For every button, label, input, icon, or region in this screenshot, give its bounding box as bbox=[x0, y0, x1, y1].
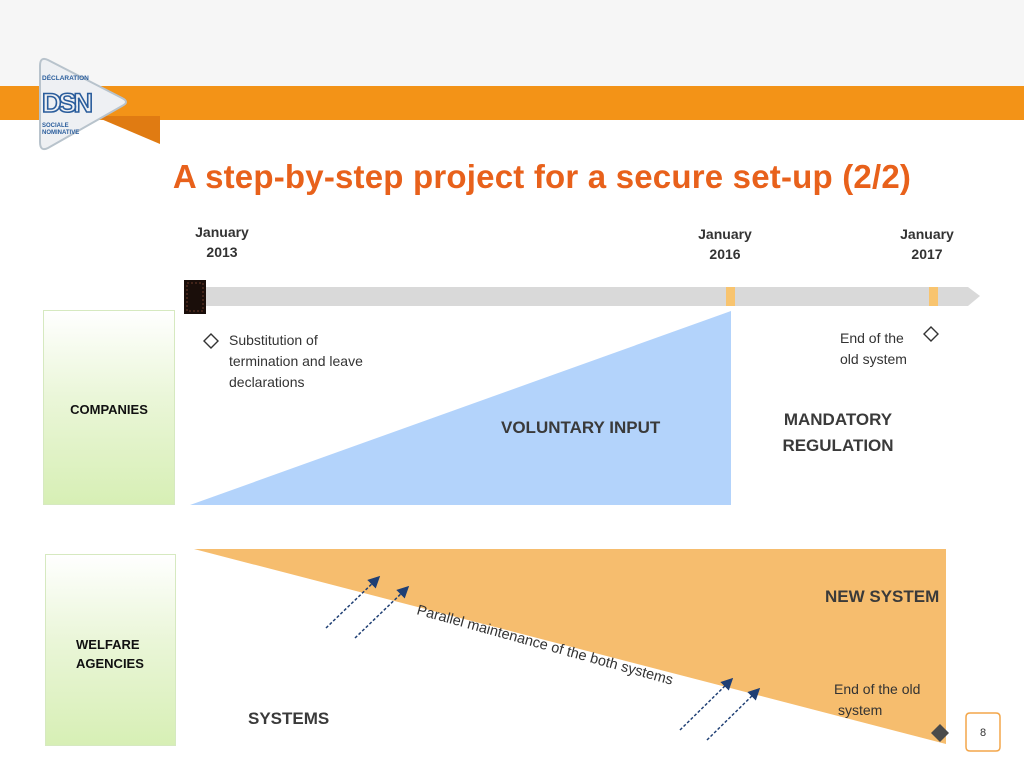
page-number-shape: 8 bbox=[965, 712, 1001, 752]
page-title: A step-by-step project for a secure set-… bbox=[172, 158, 912, 195]
mandatory-line-2: REGULATION bbox=[782, 436, 894, 455]
companies-end-line-2: old system bbox=[840, 351, 907, 367]
welfare-end-line-1: End of the old bbox=[834, 681, 921, 697]
mandatory-line-1: MANDATORY bbox=[783, 410, 893, 429]
date-2016-month: January bbox=[698, 226, 752, 242]
arrow-3 bbox=[679, 677, 734, 731]
date-2013: January 2013 bbox=[182, 222, 262, 262]
date-2013-year: 2013 bbox=[206, 244, 238, 260]
substitution-text: Substitution of termination and leave de… bbox=[229, 330, 363, 393]
welfare-label-line-1: WELFARE bbox=[76, 637, 140, 652]
logo-mark: DSN bbox=[42, 88, 92, 118]
voluntary-input-triangle bbox=[190, 311, 731, 505]
header-orange-bar bbox=[0, 86, 1024, 120]
arrow-4 bbox=[706, 687, 761, 741]
date-2017-month: January bbox=[900, 226, 954, 242]
date-2016: January 2016 bbox=[685, 224, 765, 264]
date-2016-year: 2016 bbox=[709, 246, 741, 262]
date-2017: January 2017 bbox=[887, 224, 967, 264]
date-2013-month: January bbox=[195, 224, 249, 240]
timeline-start-marker-pattern bbox=[186, 282, 204, 312]
milestone-diamond-welfare-end bbox=[931, 724, 949, 742]
voluntary-input-label: VOLUNTARY INPUT bbox=[501, 418, 661, 437]
companies-end-old-system: End of the old system bbox=[840, 328, 907, 370]
logo-bottom-text-2: NOMINATIVE bbox=[42, 130, 79, 136]
timeline-marker-2017 bbox=[929, 287, 938, 306]
systems-label: SYSTEMS bbox=[248, 709, 330, 728]
logo-shape: DÉCLARATION DSN SOCIALE NOMINATIVE bbox=[39, 57, 160, 151]
mandatory-regulation-label: MANDATORY REGULATION bbox=[768, 407, 908, 459]
arrow-1 bbox=[325, 575, 381, 629]
timeline-arrow bbox=[200, 287, 980, 306]
welfare-agencies-label: WELFARE AGENCIES bbox=[76, 635, 144, 673]
logo-bottom-text-1: SOCIALE bbox=[42, 123, 69, 129]
timeline-start-marker bbox=[184, 280, 206, 314]
milestone-diamond-end-old-system bbox=[923, 326, 939, 342]
header-background bbox=[0, 0, 1024, 86]
dsn-logo: DÉCLARATION DSN SOCIALE NOMINATIVE bbox=[34, 50, 164, 154]
page-number: 8 bbox=[980, 727, 986, 739]
companies-box: COMPANIES bbox=[43, 310, 175, 505]
timeline-marker-2016 bbox=[726, 287, 735, 306]
welfare-label-line-2: AGENCIES bbox=[76, 656, 144, 671]
new-system-label: NEW SYSTEM bbox=[825, 587, 940, 606]
milestone-diamond-substitution bbox=[203, 333, 219, 349]
page-number-badge: 8 bbox=[964, 711, 1002, 753]
companies-label: COMPANIES bbox=[70, 402, 148, 417]
welfare-end-old-system: End of the old system bbox=[834, 679, 920, 721]
substitution-line-3: declarations bbox=[229, 374, 305, 390]
substitution-line-1: Substitution of bbox=[229, 332, 318, 348]
welfare-end-line-2: system bbox=[838, 702, 883, 718]
welfare-agencies-box: WELFARE AGENCIES bbox=[45, 554, 176, 746]
arrow-2 bbox=[354, 585, 410, 639]
date-2017-year: 2017 bbox=[911, 246, 943, 262]
substitution-line-2: termination and leave bbox=[229, 353, 363, 369]
logo-top-text: DÉCLARATION bbox=[42, 73, 89, 82]
companies-end-line-1: End of the bbox=[840, 330, 904, 346]
